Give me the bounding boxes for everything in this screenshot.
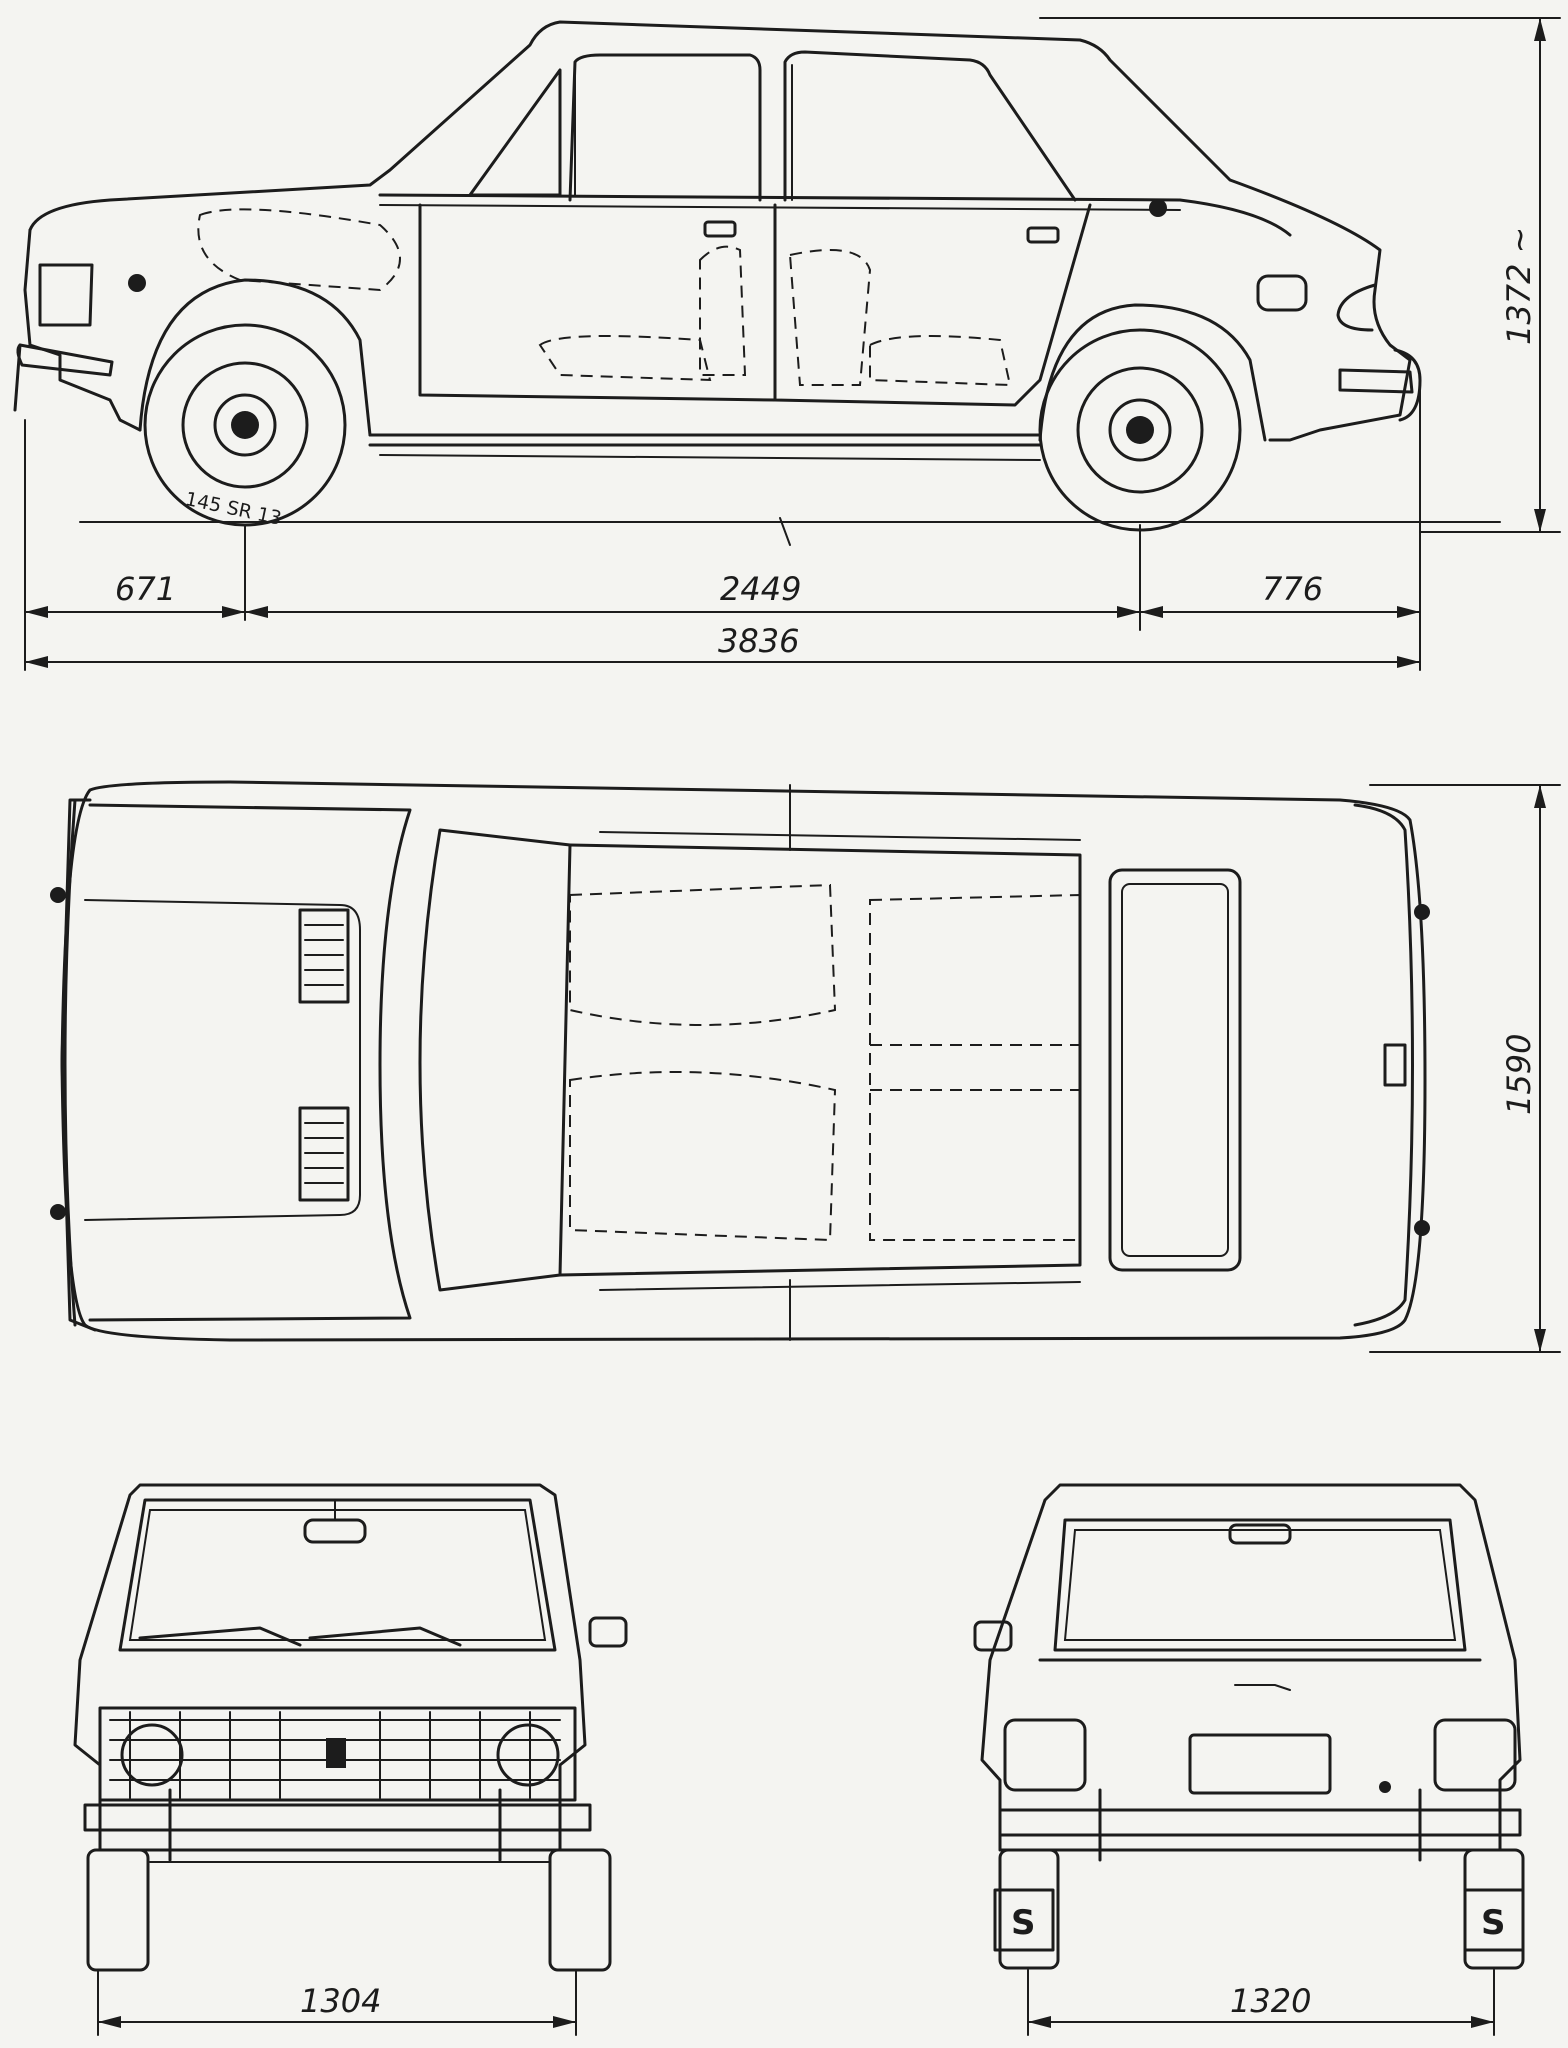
mudflap-badge-right: S <box>1481 1903 1506 1943</box>
wheelbase-dimension: 2449 <box>720 570 801 608</box>
hood-vents <box>298 908 350 1202</box>
top-dimensions: 1590 <box>1369 784 1561 1353</box>
rear-overhang-dimension: 776 <box>1262 570 1323 608</box>
top-view <box>50 780 1430 1342</box>
mudflap-badge-left: S <box>1011 1903 1036 1943</box>
front-track-dimension: 1304 <box>300 1982 381 2020</box>
front-view <box>73 1483 628 1972</box>
rear-track-dimension: 1320 <box>1230 1982 1311 2020</box>
front-overhang-dimension: 671 <box>115 570 176 608</box>
front-track-dimension-line: 1304 <box>97 1969 577 2036</box>
width-dimension: 1590 <box>1500 1034 1538 1115</box>
side-dimensions: 671 2449 776 3836 1372 ~ <box>24 17 1561 671</box>
rear-track-dimension-line: 1320 <box>1027 1969 1495 2036</box>
rear-view: S S <box>973 1483 1525 1970</box>
side-view: 145 SR 13 <box>13 20 1501 546</box>
overall-length-dimension: 3836 <box>718 622 799 660</box>
height-dimension: 1372 ~ <box>1500 227 1538 345</box>
grille-mesh <box>109 1711 561 1799</box>
